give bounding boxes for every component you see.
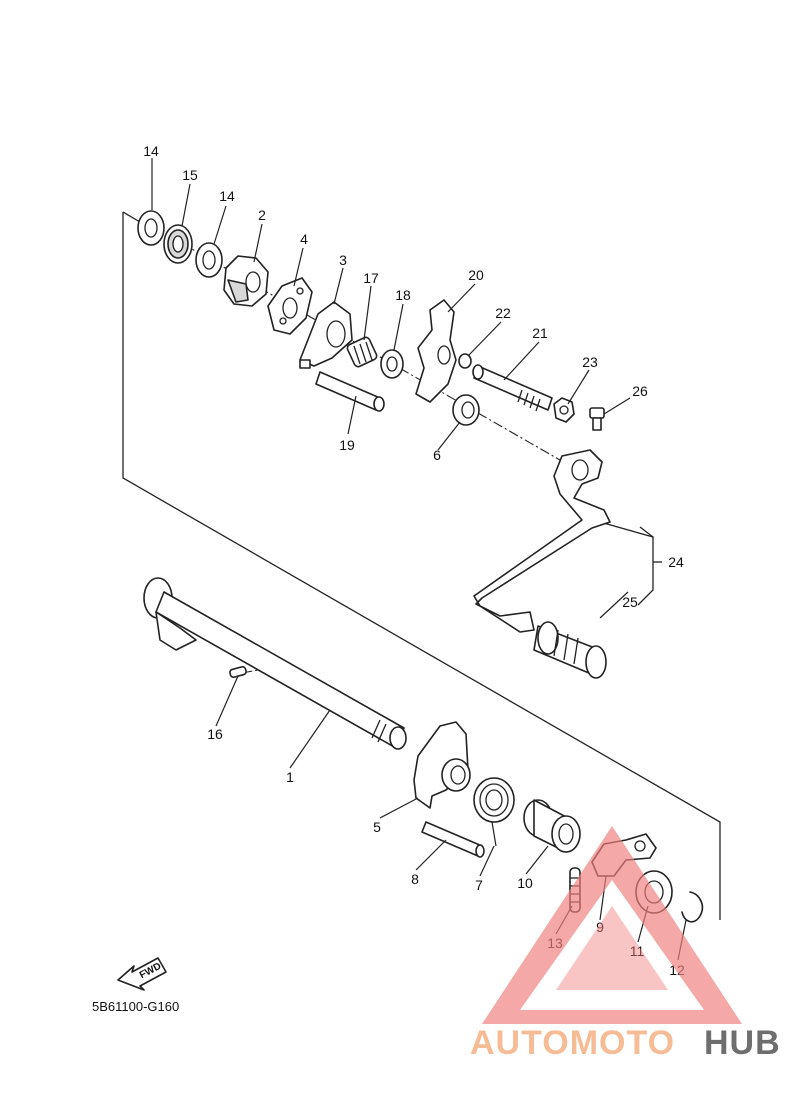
callout-15: 15 (182, 167, 198, 183)
callout-14-a: 14 (143, 143, 159, 159)
callout-18: 18 (395, 287, 411, 303)
callout-26: 26 (632, 383, 648, 399)
part-7-spring (473, 777, 515, 847)
watermark-text-primary: AUTOMOTO (470, 1024, 675, 1062)
callout-11: 11 (630, 943, 645, 959)
part-26-bolt (589, 407, 605, 431)
fwd-arrow-icon: FWD (117, 957, 167, 991)
watermark-triangle-icon (482, 826, 742, 1024)
axis-lines (149, 224, 561, 675)
diagram-part-code: 5B61100-G160 (92, 999, 179, 1014)
watermark-logo: AUTOMOTO HUB (470, 826, 781, 1062)
callout-19: 19 (339, 437, 355, 453)
callout-20: 20 (468, 267, 484, 283)
callout-9: 9 (596, 919, 604, 935)
callout-2: 2 (258, 207, 266, 223)
part-18-washer (380, 349, 404, 379)
part-6-oil-seal (452, 394, 480, 426)
watermark-text-accent: HUB (704, 1024, 781, 1062)
part-19-pin (315, 371, 385, 412)
part-25-shift-pedal (473, 449, 611, 679)
part-17-spring (346, 336, 378, 368)
assembly-frame (122, 211, 721, 920)
part-1-shift-shaft (143, 577, 407, 750)
callout-23: 23 (582, 354, 598, 370)
part-12-circlip (681, 891, 704, 923)
part-14-washer-a (137, 210, 165, 246)
part-20-stopper-lever (415, 299, 457, 403)
part-3-shift-arm (299, 301, 353, 369)
callout-3: 3 (339, 252, 347, 268)
callout-21: 21 (532, 325, 548, 341)
callout-4: 4 (300, 231, 308, 247)
callout-7: 7 (475, 877, 483, 893)
callout-22: 22 (495, 305, 511, 321)
part-4-plate (267, 277, 313, 335)
part-2-segment (223, 255, 269, 307)
callout-10: 10 (517, 875, 533, 891)
callout-6: 6 (433, 447, 441, 463)
leader-lines (151, 158, 687, 961)
callout-17: 17 (363, 270, 379, 286)
part-21-bolt (472, 364, 553, 412)
callout-5: 5 (373, 819, 381, 835)
part-8-pin (421, 821, 485, 858)
part-15-bearing (163, 224, 193, 264)
part-5-shift-lever (413, 721, 471, 809)
part-10-collar (523, 799, 581, 853)
callout-1: 1 (286, 769, 294, 785)
part-22-o-ring (458, 353, 472, 369)
callout-16: 16 (207, 726, 223, 742)
callout-14-b: 14 (219, 188, 235, 204)
part-23-nut (553, 397, 575, 423)
callout-24: 24 (668, 554, 684, 570)
callout-8: 8 (411, 871, 419, 887)
part-16-pin (229, 665, 247, 679)
callout-25: 25 (622, 594, 638, 610)
part-14-washer-b (195, 242, 223, 278)
